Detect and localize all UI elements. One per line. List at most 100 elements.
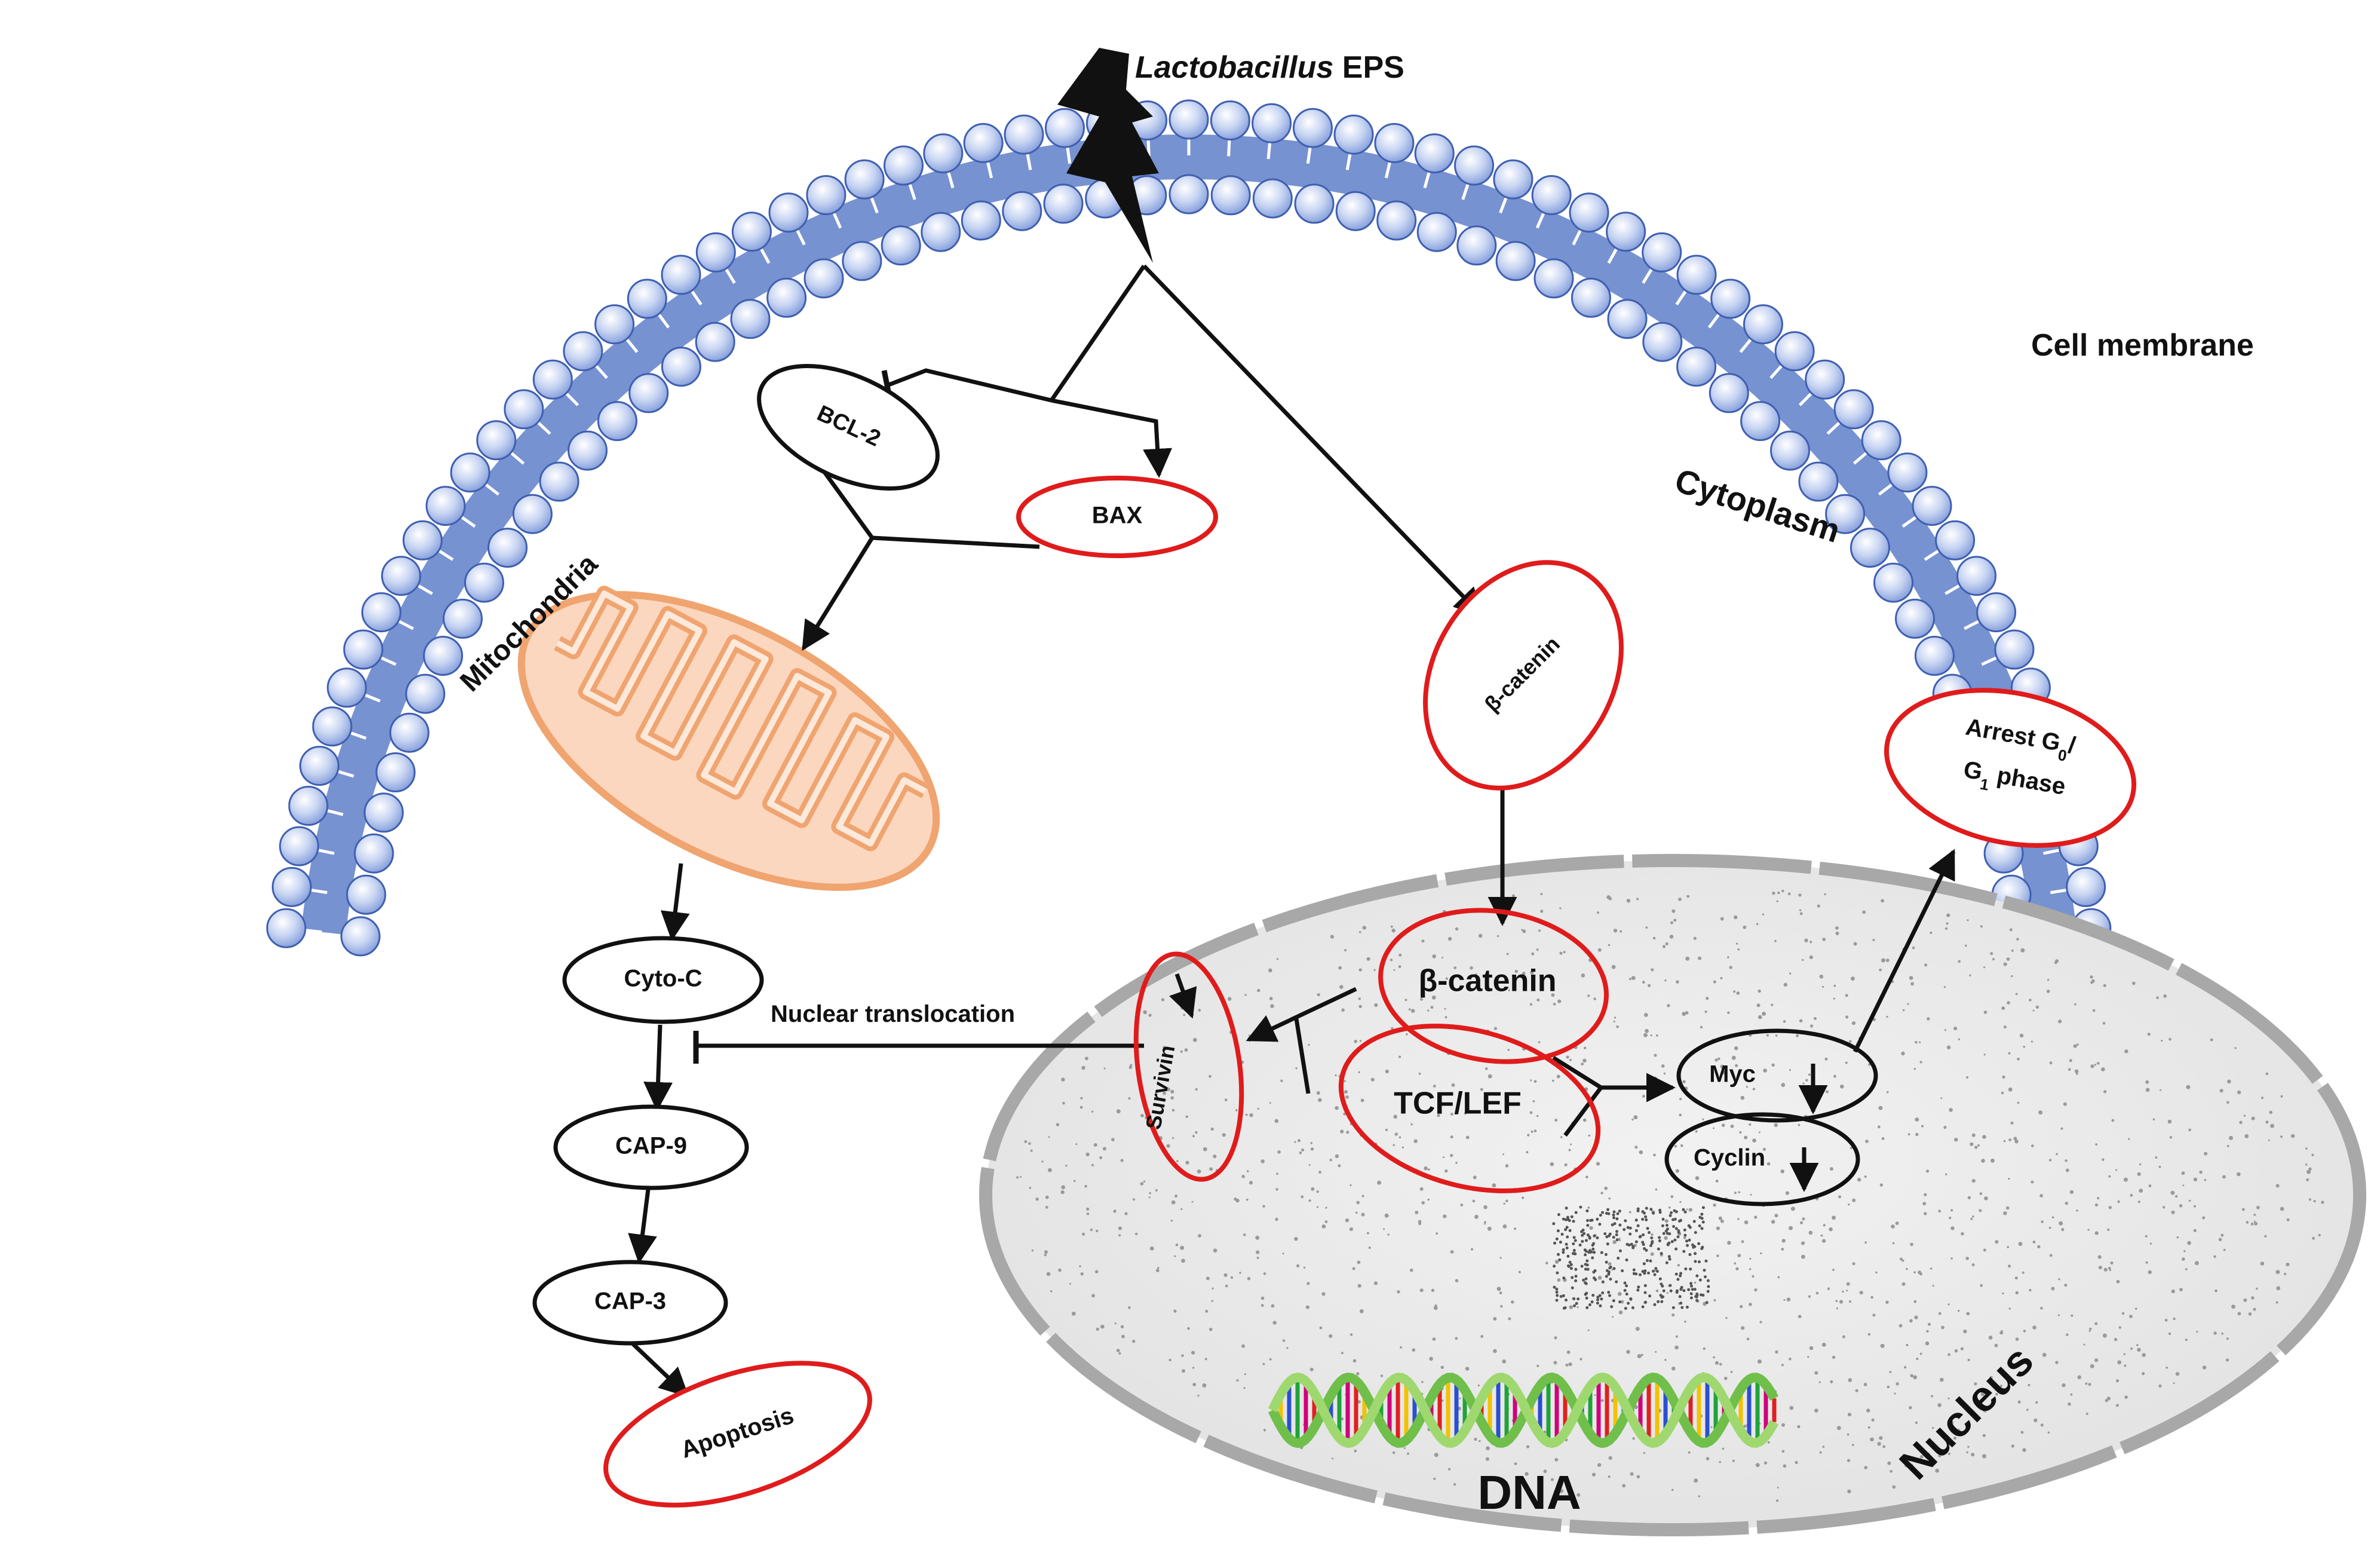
lipid-head	[881, 225, 921, 266]
chromatin-dot	[1931, 1426, 1934, 1429]
chromatin-dot	[2243, 1114, 2246, 1117]
chromatin-dot	[1783, 1020, 1786, 1023]
chromatin-dot	[1450, 1250, 1454, 1254]
chromatin-dot	[2000, 1385, 2002, 1388]
chromatin-dot	[1409, 1268, 1413, 1272]
chromatin-dot	[1585, 1209, 1589, 1212]
chromatin-dot	[1664, 1219, 1669, 1223]
lipid-head	[1976, 592, 2017, 633]
chromatin-dot	[1529, 1003, 1533, 1006]
lipid-head	[1833, 389, 1874, 430]
chromatin-dot	[1982, 1135, 1986, 1139]
chromatin-dot	[1305, 1305, 1309, 1309]
chromatin-dot	[1484, 1221, 1486, 1223]
chromatin-dot	[1643, 1451, 1645, 1454]
chromatin-dot	[1182, 1369, 1185, 1373]
chromatin-dot	[1488, 1074, 1492, 1079]
chromatin-dot	[1645, 1218, 1648, 1221]
chromatin-dot	[1582, 1278, 1585, 1282]
lipid-head	[539, 461, 579, 502]
chromatin-dot	[1419, 1187, 1424, 1191]
chromatin-dot	[2085, 1382, 2088, 1385]
chromatin-dot	[1618, 1310, 1623, 1315]
chromatin-dot	[1688, 1208, 1692, 1212]
chromatin-dot	[1061, 1077, 1065, 1082]
node-cytoc: Cyto-C	[562, 936, 764, 1024]
chromatin-dot	[1877, 1442, 1881, 1446]
chromatin-dot	[1075, 1143, 1078, 1146]
chromatin-dot	[1610, 1305, 1614, 1309]
chromatin-dot	[1731, 1055, 1736, 1060]
chromatin-dot	[1913, 1068, 1916, 1070]
lightning-bolt-icon	[1057, 48, 1159, 263]
chromatin-dot	[1479, 1440, 1481, 1443]
chromatin-dot	[1465, 1367, 1470, 1371]
chromatin-dot	[1848, 1040, 1852, 1043]
chromatin-dot	[1608, 897, 1612, 901]
lipid-head	[563, 331, 603, 372]
chromatin-dot	[1634, 1229, 1638, 1232]
chromatin-dot	[2091, 979, 2095, 983]
chromatin-dot	[1706, 1290, 1710, 1293]
chromatin-dot	[1966, 1312, 1970, 1316]
chromatin-dot	[1387, 1233, 1390, 1236]
chromatin-dot	[1695, 1130, 1698, 1133]
chromatin-dot	[1958, 1038, 1961, 1041]
chromatin-dot	[1587, 1329, 1590, 1331]
chromatin-dot	[2114, 1337, 2118, 1342]
chromatin-dot	[1675, 1169, 1679, 1173]
chromatin-dot	[2286, 1218, 2290, 1221]
chromatin-dot	[1562, 1248, 1565, 1251]
chromatin-dot	[1176, 1160, 1179, 1162]
chromatin-dot	[1455, 1162, 1458, 1164]
chromatin-dot	[1967, 1358, 1970, 1361]
chromatin-dot	[1557, 999, 1562, 1003]
chromatin-dot	[1754, 1288, 1758, 1292]
chromatin-dot	[1325, 1206, 1327, 1209]
chromatin-dot	[2026, 1408, 2029, 1411]
chromatin-dot	[1971, 1179, 1976, 1183]
chromatin-dot	[1633, 1115, 1638, 1120]
chromatin-dot	[1349, 1227, 1353, 1232]
chromatin-dot	[1661, 1295, 1665, 1298]
chromatin-dot	[1909, 1319, 1913, 1323]
lipid-head	[381, 556, 421, 596]
chromatin-dot	[1180, 1245, 1185, 1250]
chromatin-dot	[1775, 1350, 1778, 1354]
arrest-line2-pre: G	[1962, 757, 1985, 786]
chromatin-dot	[1698, 1495, 1701, 1497]
chromatin-dot	[1455, 927, 1459, 931]
chromatin-dot	[2193, 1229, 2197, 1232]
chromatin-dot	[2109, 1269, 2112, 1272]
chromatin-dot	[2103, 1267, 2108, 1272]
chromatin-dot	[1635, 1327, 1640, 1331]
chromatin-dot	[1390, 958, 1393, 961]
chromatin-dot	[1079, 1105, 1083, 1109]
chromatin-dot	[1597, 948, 1602, 952]
chromatin-dot	[1048, 1136, 1050, 1138]
chromatin-dot	[1554, 1260, 1559, 1264]
chromatin-dot	[1737, 1254, 1741, 1258]
chromatin-dot	[1532, 1100, 1535, 1102]
chromatin-dot	[2164, 1318, 2168, 1322]
chromatin-dot	[1615, 1238, 1619, 1242]
chromatin-dot	[1907, 1003, 1909, 1005]
chromatin-dot	[1853, 942, 1857, 946]
lipid-head	[464, 562, 504, 603]
chromatin-dot	[1982, 1454, 1986, 1459]
chromatin-dot	[1629, 1297, 1633, 1300]
chromatin-dot	[1564, 1228, 1568, 1232]
chromatin-dot	[1700, 1025, 1703, 1029]
chromatin-dot	[1608, 1262, 1612, 1266]
chromatin-dot	[1071, 1312, 1076, 1316]
chromatin-dot	[1418, 1073, 1421, 1075]
chromatin-dot	[1683, 1233, 1687, 1237]
chromatin-dot	[1538, 1041, 1541, 1043]
chromatin-dot	[2108, 1267, 2111, 1270]
chromatin-dot	[2115, 1379, 2120, 1383]
chromatin-dot	[2196, 1331, 2198, 1333]
lipid-head	[532, 359, 573, 400]
chromatin-dot	[1499, 1291, 1502, 1295]
chromatin-dot	[1091, 1110, 1094, 1113]
chromatin-dot	[1554, 1119, 1558, 1122]
